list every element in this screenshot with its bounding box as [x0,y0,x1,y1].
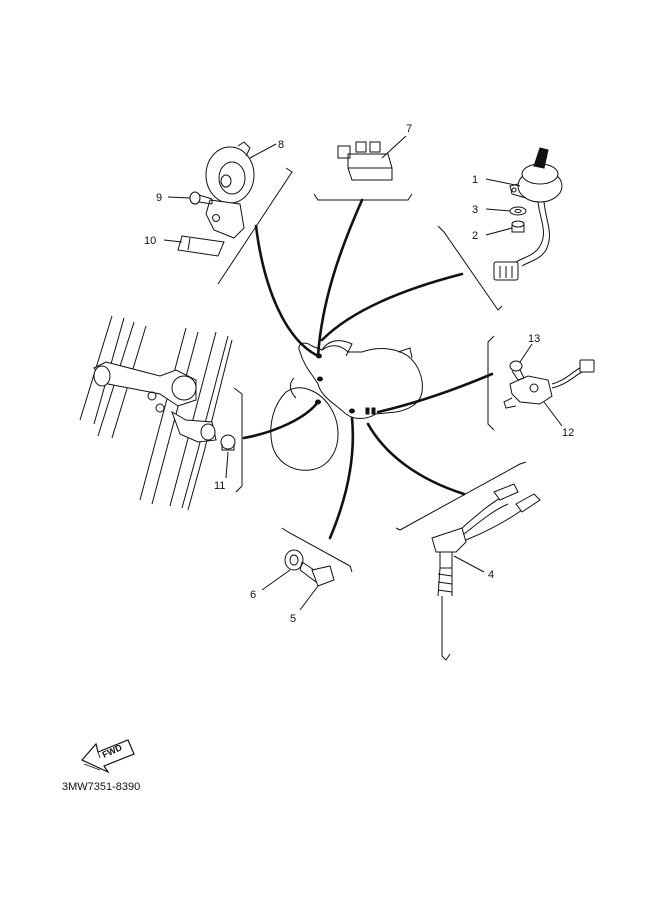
callout-4: 4 [488,569,494,581]
callout-7: 7 [406,123,412,135]
horn-part [205,141,255,239]
callout-1: 1 [472,174,478,186]
washer-3-part [509,206,527,216]
callout-leaders [163,135,563,611]
fwd-arrow-icon: FWD [81,739,135,774]
callout-13: 13 [528,333,540,345]
fwd-label: FWD [101,742,124,760]
group-brackets [217,167,527,573]
callout-5: 5 [290,613,296,625]
callout-3: 3 [472,204,478,216]
front-fork-assembly [79,315,233,511]
callout-11: 11 [214,480,225,492]
switch-4-part [431,483,541,661]
leader-wires [242,198,494,540]
nut-2-part [511,220,525,233]
callout-numbers: 1 3 2 7 8 9 10 13 12 11 4 6 5 [144,123,574,625]
callout-2: 2 [472,230,478,242]
sidestand-switch-part [503,359,595,409]
callout-12: 12 [562,427,574,439]
relay-part [337,141,393,181]
diagram-part-code: 3MW7351-8390 [62,781,140,793]
cap-11-part [220,434,236,451]
callout-6: 6 [250,589,256,601]
screw-13-part [509,360,525,381]
bolt-5-part [299,561,335,587]
washer-6-part [284,549,304,571]
callout-8: 8 [278,139,284,151]
callout-10: 10 [144,235,156,247]
callout-9: 9 [156,192,162,204]
main-switch-part [493,147,563,281]
band-10-part [177,235,225,257]
bolt-9-part [189,191,213,205]
